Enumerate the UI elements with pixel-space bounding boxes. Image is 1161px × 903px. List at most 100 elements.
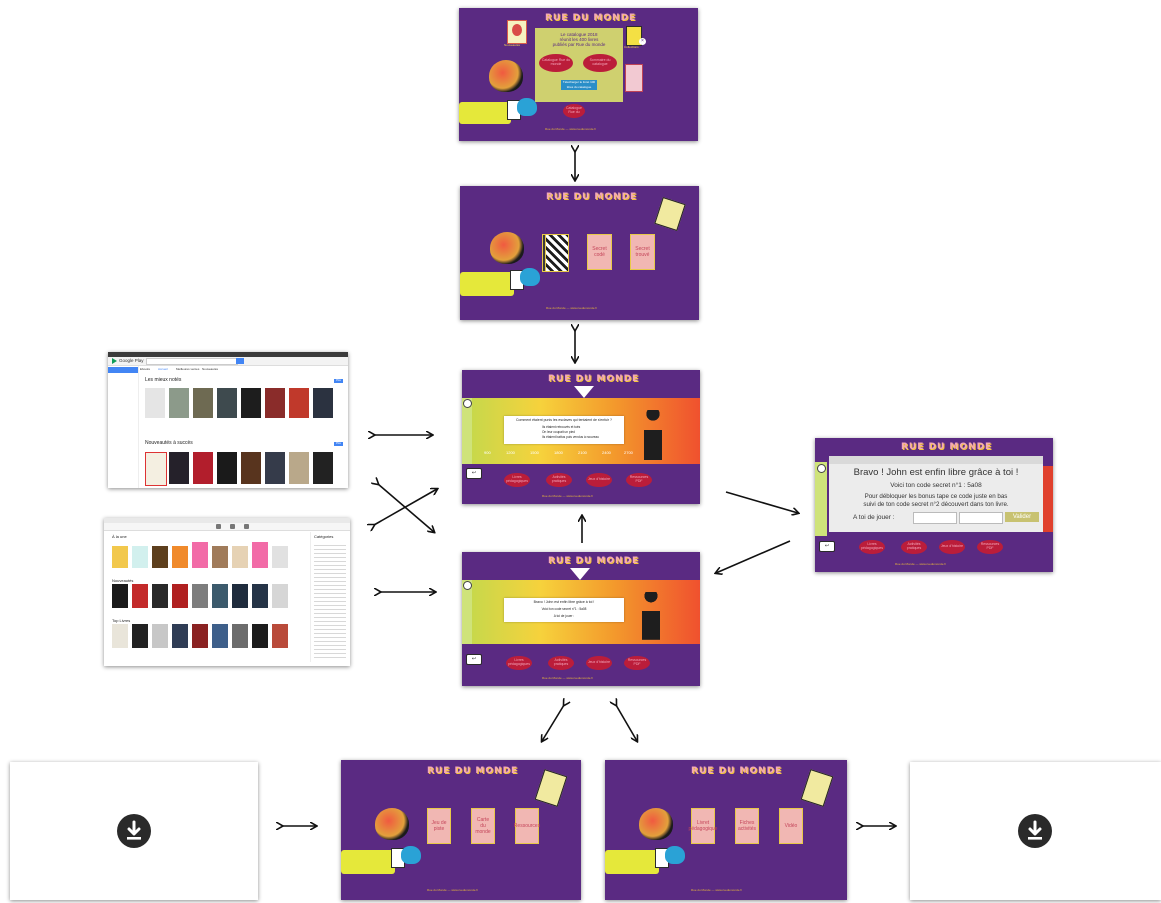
book-cover[interactable] [313,452,333,484]
quiz-option-3[interactable]: Ils étaient battus puis vendus à nouveau [542,435,599,439]
book-cover[interactable] [212,584,228,608]
bonus-card-3[interactable]: Vidéo [779,808,803,844]
home-book-left[interactable] [507,20,527,44]
book-cover[interactable] [252,542,268,568]
book-cover[interactable] [289,452,309,484]
quiz-bubble-3[interactable]: Jeux d'histoire [586,473,612,487]
book-cover[interactable] [192,584,208,608]
book-cover[interactable] [112,584,128,608]
ab-toolbar-icon[interactable] [216,524,221,529]
congrats-bubble-3[interactable]: Jeux d'histoire [939,540,965,554]
book-cover[interactable] [212,546,228,568]
book-cover[interactable] [265,388,285,418]
card-2[interactable] [545,234,569,272]
home-bubble-left[interactable]: Catalogue Rue du monde [539,54,573,72]
book-cover[interactable] [265,452,285,484]
book-cover[interactable] [232,584,248,608]
congrats-bubble-4[interactable]: Ressources PDF [977,540,1003,554]
book-cover[interactable] [252,624,268,648]
bonus-card-3[interactable]: Ressources [514,808,540,844]
book-cover[interactable] [145,452,167,486]
unlock-bubble-3[interactable]: Jeux d'histoire [586,656,612,670]
book-cover[interactable] [313,388,333,418]
quiz-bubble-4[interactable]: Ressources PDF [626,473,652,487]
book-cover[interactable] [192,624,208,648]
book-cover[interactable] [132,546,148,568]
book-cover[interactable] [241,388,261,418]
bonus-card-1[interactable]: Livret pédagogique [689,808,717,844]
unlock-bubble-4[interactable]: Ressources PDF [624,656,650,670]
home-book-right-2[interactable] [625,64,643,92]
book-cover[interactable] [169,452,189,484]
unlock-bubble-2[interactable]: Activités pratiques [548,656,574,670]
gp-tab-top[interactable]: Meilleures ventes [176,367,200,371]
book-cover[interactable] [272,546,288,568]
gp-more-button-2[interactable]: Plus [334,442,343,446]
book-cover[interactable] [192,542,208,568]
book-cover[interactable] [172,624,188,648]
gp-more-button-1[interactable]: Plus [334,379,343,383]
book-cover[interactable] [112,624,128,648]
congrats-bubble-2[interactable]: Activités pratiques [901,540,927,554]
back-arrow-icon[interactable]: ↩ [466,468,482,479]
download-icon[interactable] [117,814,151,848]
back-arrow-icon[interactable]: ↩ [466,654,482,665]
book-cover[interactable] [272,584,288,608]
card-4[interactable]: Secret trouvé [630,234,655,270]
home-bubble-bottom[interactable]: Catalogue Rue du [563,104,585,118]
gear-icon[interactable] [463,581,472,590]
gear-icon[interactable] [817,464,826,473]
unlock-bubble-1[interactable]: Livres pédagogiques [506,656,532,670]
congrats-side-slider[interactable] [815,462,827,536]
book-cover[interactable] [212,624,228,648]
book-cover[interactable] [232,624,248,648]
gear-icon[interactable] [463,399,472,408]
validate-button[interactable]: Valider [1005,512,1039,522]
home-download-button[interactable]: Télécharger le livret 100 titres du cata… [561,80,597,90]
quiz-option-1[interactable]: Ils étaient retrouvés et tués [542,425,581,429]
quiz-bubble-2[interactable]: Activités pratiques [546,473,572,487]
back-arrow-icon[interactable]: ↩ [819,541,835,552]
card-3[interactable]: Secret codé [587,234,612,270]
close-icon[interactable]: × [639,38,646,45]
ab-toolbar-icon[interactable] [244,524,249,529]
bonus-card-2[interactable]: Carte du monde [471,808,495,844]
gp-tab-home[interactable]: Accueil [158,367,168,371]
book-cover[interactable] [172,584,188,608]
home-bubble-right[interactable]: Sommaire du catalogue [583,54,617,72]
congrats-bubble-1[interactable]: Livres pédagogiques [859,540,885,554]
home-book-right[interactable] [626,26,642,46]
book-cover[interactable] [132,624,148,648]
search-icon[interactable] [236,358,244,364]
book-cover[interactable] [217,452,237,484]
book-cover[interactable] [152,546,168,568]
book-cover[interactable] [241,452,261,484]
book-cover[interactable] [232,546,248,568]
secret-code-2-input[interactable] [959,512,1003,524]
book-cover[interactable] [289,388,309,418]
gp-tab-ebooks[interactable]: Ebooks [140,367,151,371]
book-cover[interactable] [217,388,237,418]
bonus-card-1[interactable]: Jeu de piste [427,808,451,844]
book-cover[interactable] [252,584,268,608]
book-cover[interactable] [193,388,213,418]
quiz-side-slider[interactable] [462,398,472,464]
gp-tab-new[interactable]: Nouveautés [202,367,219,371]
book-cover[interactable] [193,452,213,484]
quiz-option-2[interactable]: On leur coupait un pied [542,430,575,434]
download-icon[interactable] [1018,814,1052,848]
ab-toolbar-icon[interactable] [230,524,235,529]
quiz-bubble-1[interactable]: Livres pédagogiques [504,473,530,487]
book-cover[interactable] [152,624,168,648]
book-cover[interactable] [112,546,128,568]
book-cover[interactable] [272,624,288,648]
secret-code-1-input[interactable] [913,512,957,524]
book-cover[interactable] [152,584,168,608]
book-cover[interactable] [172,546,188,568]
unlock-side-slider[interactable] [462,580,472,644]
book-cover[interactable] [169,388,189,418]
bonus-card-2[interactable]: Fiches activités [735,808,759,844]
book-cover[interactable] [132,584,148,608]
gp-sidebar-active[interactable] [108,367,138,373]
book-cover[interactable] [145,388,165,418]
